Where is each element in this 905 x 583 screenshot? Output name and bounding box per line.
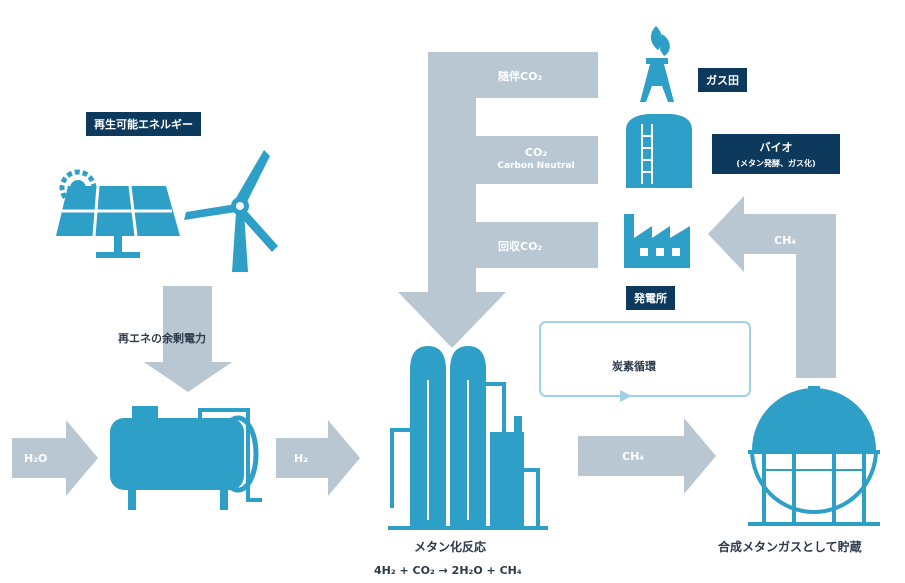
- h2o-arrow: [12, 420, 98, 496]
- power-plant-label: 発電所: [626, 286, 675, 310]
- electrolyzer-tank-icon: [110, 406, 262, 510]
- methanation-label: メタン化反応: [414, 540, 487, 554]
- bio-label-box: バイオ (メタン発酵、ガス化): [712, 134, 840, 174]
- carbon-cycle-box: [539, 321, 751, 397]
- gas-field-label: ガス田: [698, 68, 747, 92]
- equation-label: 4H₂ + CO₂ → 2H₂O + CH₄: [374, 564, 522, 577]
- co2-label: CO₂: [524, 146, 548, 159]
- bio-label: バイオ: [759, 141, 793, 154]
- solar-panel-icon: [56, 169, 180, 258]
- bio-sub-label: (メタン発酵、ガス化): [736, 159, 816, 168]
- renewable-energy-label: 再生可能エネルギー: [86, 112, 201, 136]
- ch4-return-arrow: [708, 196, 836, 378]
- h2-label: H₂: [294, 452, 309, 465]
- surplus-power-label: 再エネの余剰電力: [118, 332, 206, 345]
- bio-tank-icon: [626, 114, 692, 188]
- gas-field-icon: [640, 26, 674, 102]
- methanation-reactor-icon: [388, 346, 548, 530]
- co2-flow-arrow: [398, 52, 598, 348]
- power-plant-icon: [624, 214, 690, 268]
- ch4-right-label: CH₄: [774, 234, 797, 247]
- storage-label: 合成メタンガスとして貯蔵: [718, 540, 862, 554]
- byproduct-co2-label: 随伴CO₂: [498, 70, 543, 83]
- surplus-power-arrow: [144, 286, 232, 392]
- carbon-cycle-label: 炭素循環: [612, 360, 656, 373]
- carbon-neutral-label: Carbon Neutral: [497, 161, 575, 171]
- storage-tank-icon: [748, 386, 880, 526]
- captured-co2-label: 回収CO₂: [498, 240, 543, 253]
- h2o-label: H₂O: [24, 452, 48, 465]
- h2-arrow: [276, 420, 360, 496]
- ch4-middle-arrow: [578, 418, 716, 494]
- wind-turbine-icon: [184, 150, 278, 272]
- ch4-middle-label: CH₄: [622, 450, 645, 463]
